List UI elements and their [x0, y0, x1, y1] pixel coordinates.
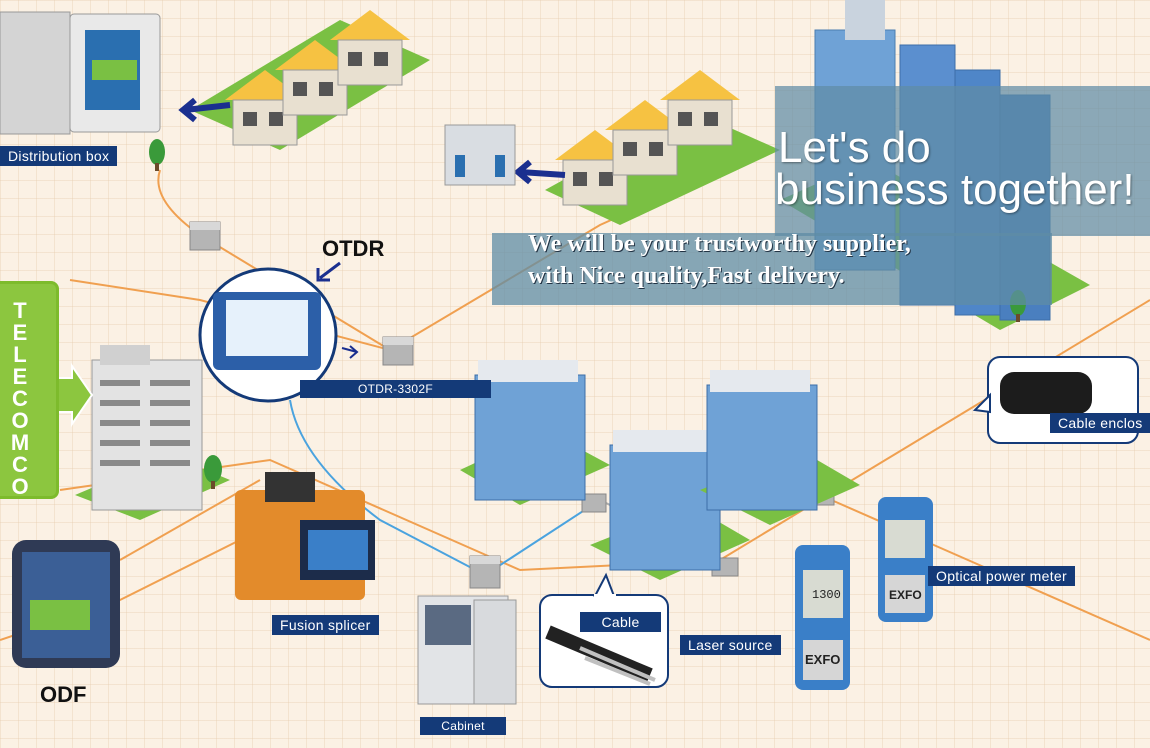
fusion-splicer-device [235, 472, 375, 600]
terminal-box-device [444, 124, 516, 186]
fiber-line-blue [289, 399, 601, 577]
houses-group-2 [513, 70, 780, 225]
tagline-line-2: with Nice quality,Fast delivery. [528, 263, 845, 289]
otdr-model-label: OTDR-3302F [300, 380, 491, 398]
laser-source-label: Laser source [680, 635, 781, 655]
cabinet-label: Cabinet [420, 717, 506, 735]
power-meter-brand: EXFO [889, 588, 922, 602]
otdr-device [198, 261, 359, 403]
tagline-line-1: We will be your trustworthy supplier, [528, 231, 911, 257]
cable-label: Cable [580, 612, 661, 632]
telecom-co-sign [0, 281, 59, 499]
laser-source-device [795, 545, 850, 690]
power-meter-device [878, 497, 933, 622]
telecom-arrow [55, 362, 94, 428]
splice-box-1 [189, 221, 221, 251]
odf-device [12, 540, 120, 668]
headline-overlay [775, 86, 1150, 236]
houses-group-1 [178, 10, 430, 150]
telecom-co-label: TELECOM CO [10, 298, 36, 499]
splice-box-2 [382, 336, 414, 366]
laser-display: 1300 [812, 588, 841, 602]
cabinet-device [417, 595, 517, 705]
laser-brand: EXFO [805, 652, 841, 667]
headline-line-2: business together! [775, 165, 1135, 214]
odf-label: ODF [40, 682, 87, 707]
telecom-building [75, 345, 230, 520]
tagline-overlay [492, 233, 1052, 305]
distribution-box-device [0, 11, 161, 135]
splice-box-3 [469, 555, 501, 589]
distribution-box-label: Distribution box [0, 146, 118, 166]
datacenter-buildings [460, 360, 860, 580]
otdr-label: OTDR [322, 236, 385, 261]
fusion-splicer-label: Fusion splicer [272, 615, 379, 635]
headline-line-1: Let's do [778, 123, 931, 172]
splice-box-4 [581, 493, 607, 513]
optical-power-meter-label: Optical power meter [928, 566, 1075, 586]
cable-enclosure-label: Cable enclos [1050, 413, 1150, 433]
